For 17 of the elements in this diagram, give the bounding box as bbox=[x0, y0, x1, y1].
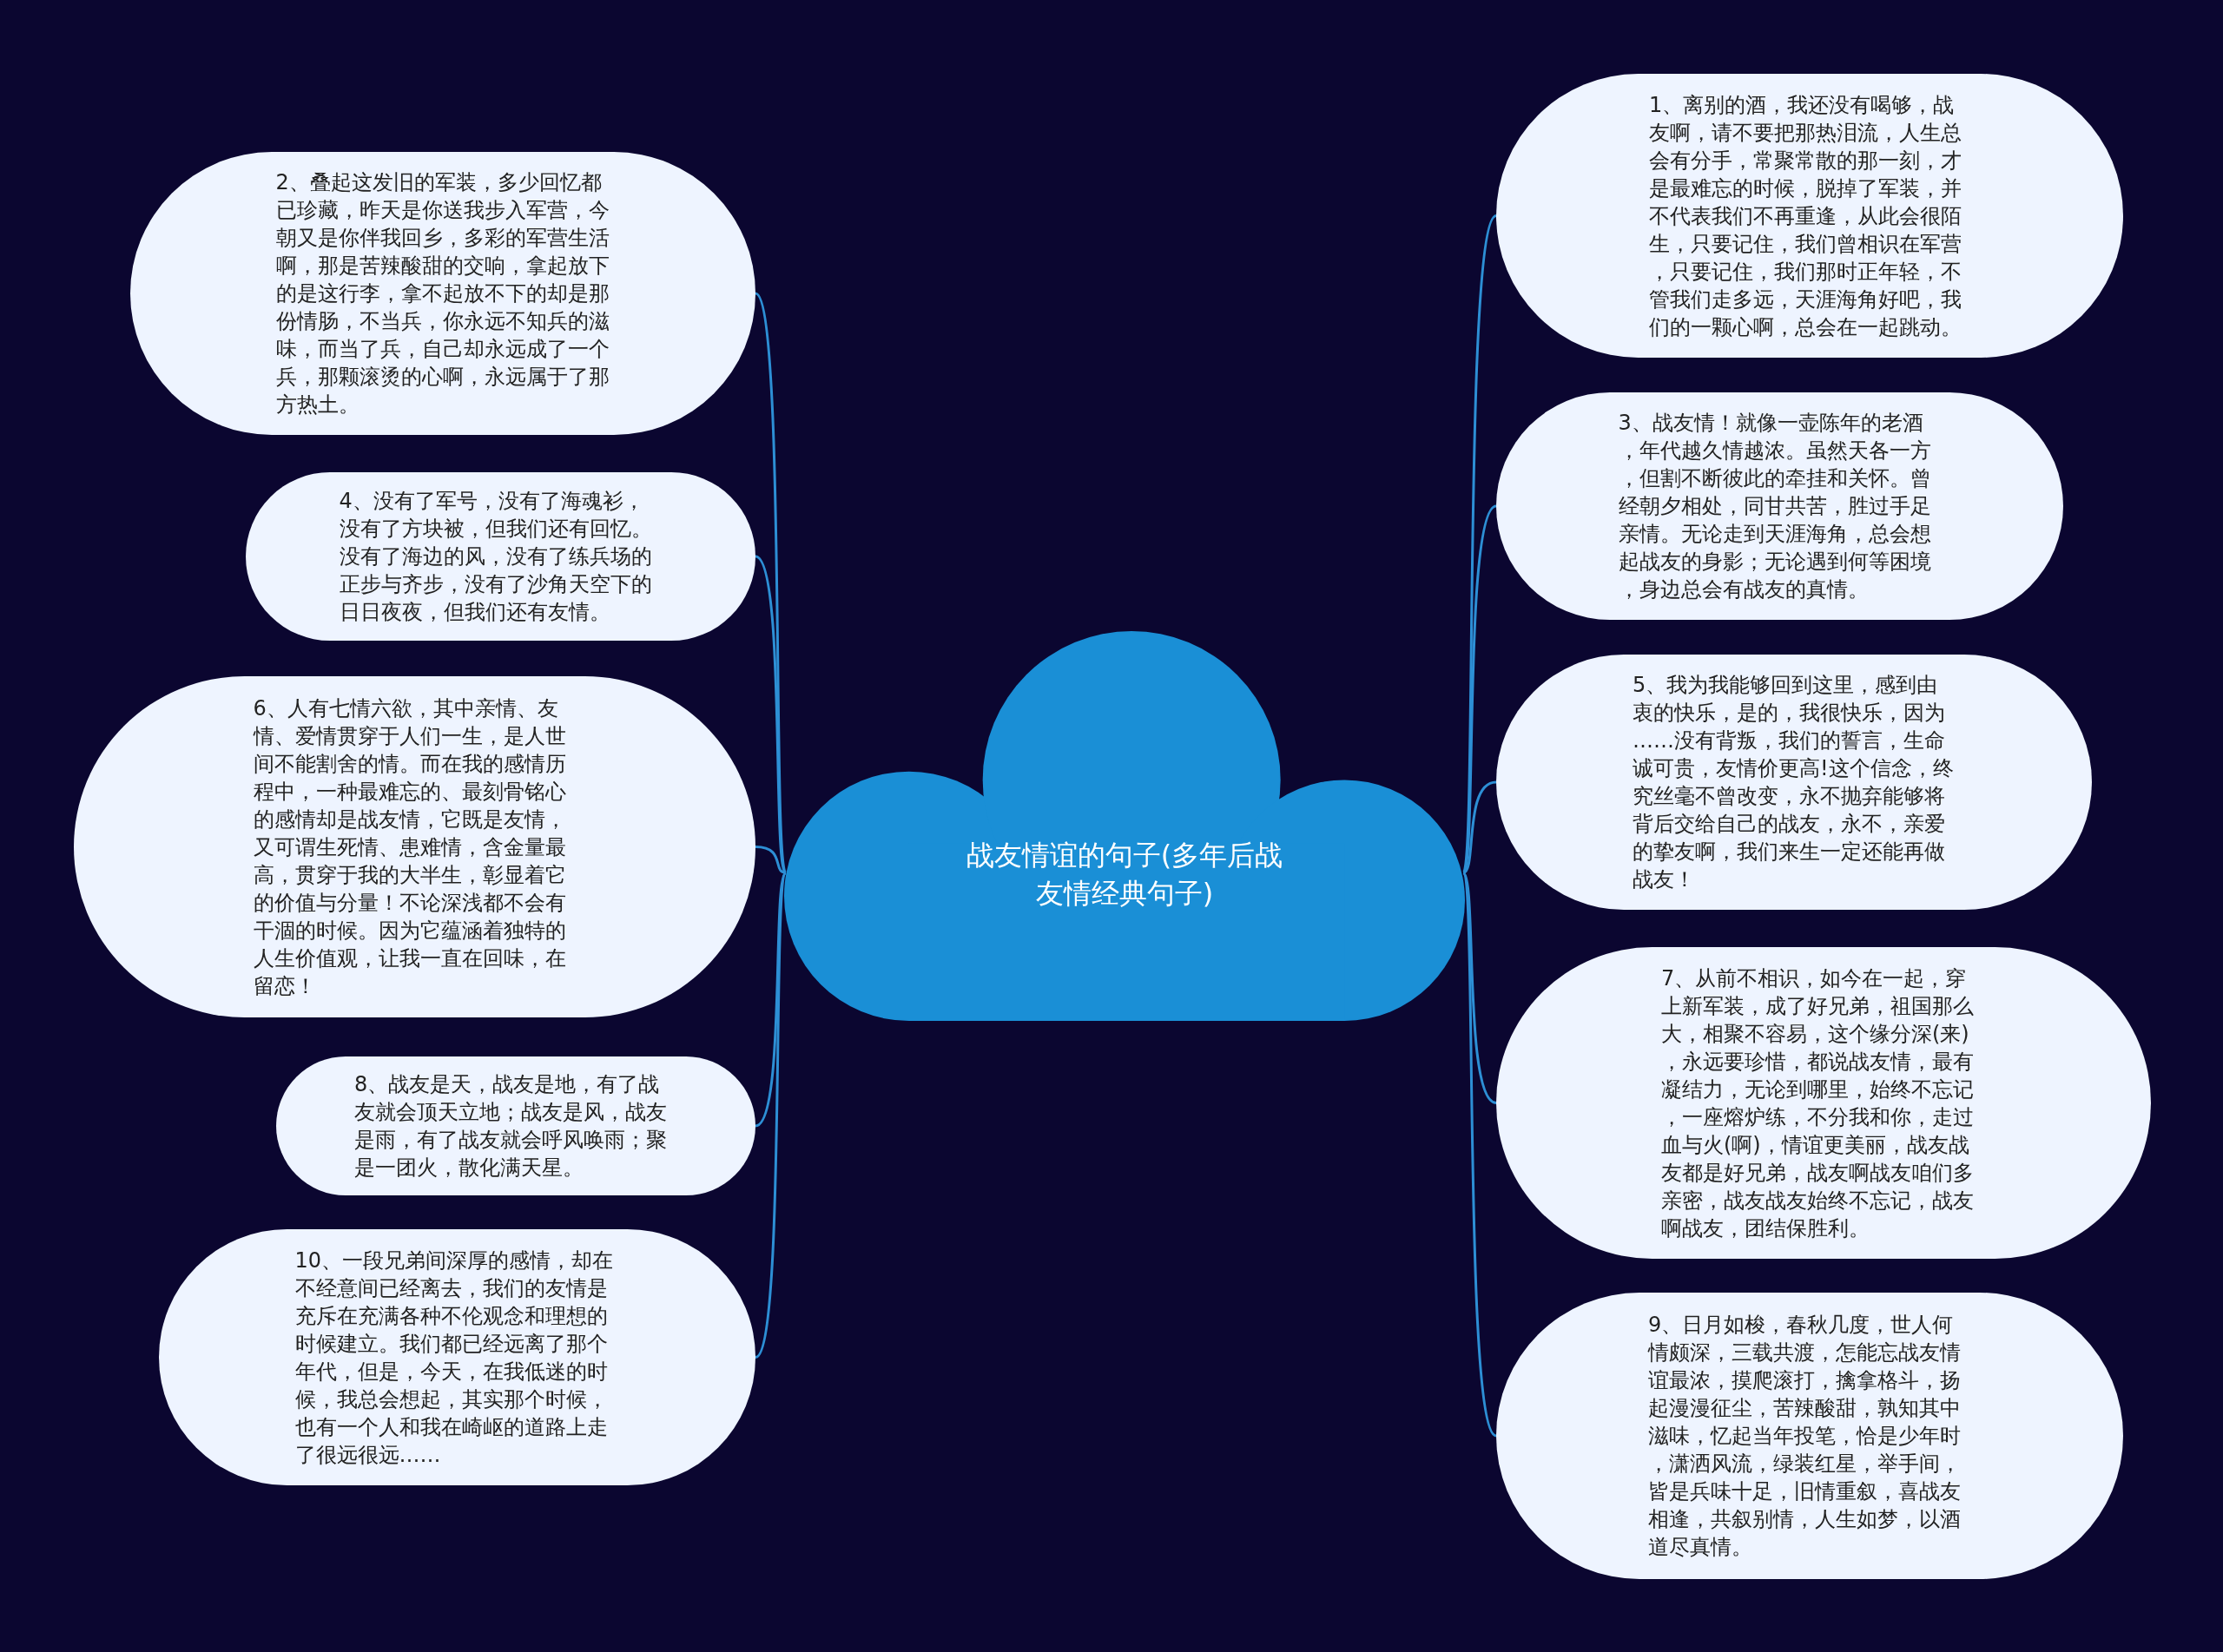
branch-line bbox=[1461, 872, 1498, 1437]
note-text: 2、叠起这发旧的军装，多少回忆都已珍藏，昨天是你送我步入军营，今朝又是你伴我回乡，多彩的军营生活啊，那是苦辣酸甜的交响，拿起放下的是这行李，拿不起放不下的却是那份情肠，不当兵，你永远不知兵的滋味，而当了兵，自己却永远成了一个兵，那颗滚烫的心啊，永远属于了那方热土。 bbox=[275, 169, 610, 418]
note-text: 6、人有七情六欲，其中亲情、友情、爱情贯穿于人们一生，是人世间不能割舍的情。而在我的感情历程中，一种最难忘的、最刻骨铭心的感情却是战友情，它既是友情，又可谓生死情、患难情，含金量最高，贯穿于我的大半生，彰显着它的价值与分量！不论深浅都不会有干涸的时候。因为它蕴涵着独特的人生价值观，让我一直在回味，在留恋！ bbox=[253, 694, 567, 1000]
note-text: 9、日月如梭，春秋几度，世人何情颇深，三载共渡，怎能忘战友情谊最浓，摸爬滚打，擒拿格斗，扬起漫漫征尘，苦辣酸甜，孰知其中滋味，忆起当年投笔，恰是少年时，潇洒风流，绿装红星，举手间，皆是兵味十足，旧情重叙，喜战友相逢，共叙别情，人生如梦，以酒道尽真情。 bbox=[1648, 1312, 1962, 1561]
note-text: 8、战友是天，战友是地，有了战友就会顶天立地；战友是风，战友是雨，有了战友就会呼风唤雨；聚是一团火，散化满天星。 bbox=[354, 1071, 668, 1181]
branch-line bbox=[1461, 214, 1498, 873]
note-text: 3、战友情！就像一壶陈年的老酒，年代越久情越浓。虽然天各一方，但割不断彼此的牵挂和关怀。曾经朝夕相处，同甘共苦，胜过手足亲情。无论走到天涯海角，总会想起战友的身影；无论遇到何等困境，身边总会有战友的真情。 bbox=[1618, 410, 1932, 603]
note-text: 10、一段兄弟间深厚的感情，却在不经意间已经离去，我们的友情是充斥在充满各种不伦观念和理想的时候建立。我们都已经远离了那个年代，但是，今天，在我低迷的时候，我总会想起，其实那个时候，也有一个人和我在崎岖的道路上走了很远很远…… bbox=[294, 1247, 615, 1469]
topic-title: 战友情谊的句子(多年后战友情经典句子) bbox=[965, 837, 1284, 912]
branch-line bbox=[754, 293, 788, 873]
note-text: 7、从前不相识，如今在一起，穿上新军装，成了好兄弟，祖国那么大，相聚不容易，这个缘分深(来)，永远要珍惜，都说战友情，最有凝结力，无论到哪里，始终不忘记，一座熔炉练，不分我和你，走过血与火(啊)，情谊更美丽，战友战友都是好兄弟，战友啊战友咱们多亲密，战友战友始终不忘记，战友啊战友，团结保胜利。 bbox=[1661, 964, 1975, 1242]
note-text: 4、没有了军号，没有了海魂衫，没有了方块被，但我们还有回忆。没有了海边的风，没有了练兵场的正步与齐步，没有了沙角天空下的日日夜夜，但我们还有友情。 bbox=[339, 488, 653, 626]
branch-line bbox=[754, 872, 788, 1359]
branch-line bbox=[755, 846, 787, 874]
branch-line bbox=[1462, 780, 1497, 874]
note-text: 5、我为我能够回到这里，感到由衷的快乐，是的，我很快乐，因为……没有背叛，我们的誓言，生命诚可贵，友情价更高!这个信念，终究丝毫不曾改变，永不抛弃能够将背后交给自己的战友，永不，亲爱的挚友啊，我们来生一定还能再做战友！ bbox=[1633, 672, 1955, 893]
note-text: 1、离别的酒，我还没有喝够，战友啊，请不要把那热泪流，人生总会有分手，常聚常散的那一刻，才是最难忘的时候，脱掉了军装，并不代表我们不再重逢，从此会很陌生，只要记住，我们曾相识在军营，只要记住，我们那时正年轻，不管我们走多远，天涯海角好吧，我们的一颗心啊，总会在一起跳动。 bbox=[1649, 91, 1962, 341]
